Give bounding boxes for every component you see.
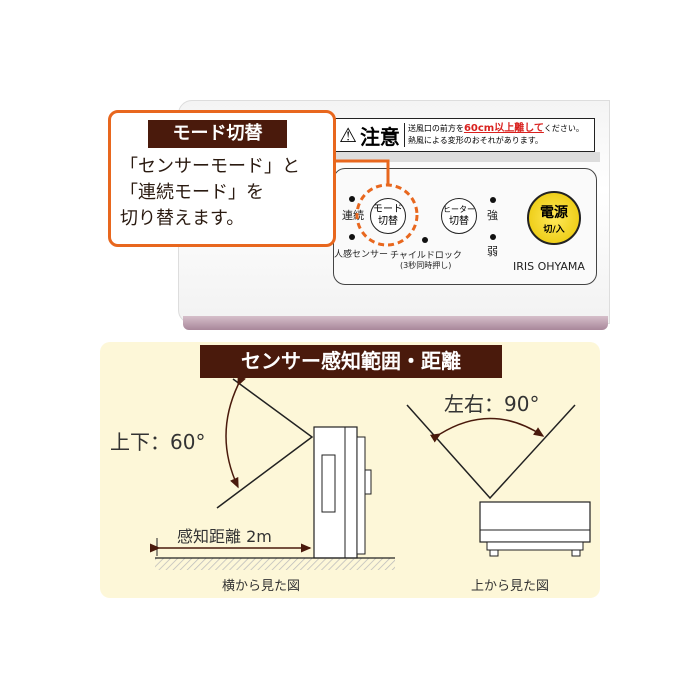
side-view xyxy=(150,374,395,570)
strong-led xyxy=(490,197,496,203)
heater-trim xyxy=(183,316,608,330)
brand-logo: IRIS OHYAMA xyxy=(513,260,585,273)
side-view-caption: 横から見た図 xyxy=(222,579,301,594)
callout-title: モード切替 xyxy=(148,120,287,148)
caution-title: 注意 xyxy=(359,124,400,149)
caution-distance: 60cm以上離して xyxy=(463,123,544,134)
distance-label: 感知距離 2m xyxy=(177,527,272,546)
power-label-2: 切/入 xyxy=(543,224,565,235)
weak-led xyxy=(490,234,496,240)
callout-line-3: 切り替えます。 xyxy=(120,208,245,229)
horizontal-angle-label: 左右：90° xyxy=(444,392,540,416)
caution-text-3: 熱風による変形のおそれがあります。 xyxy=(407,136,543,145)
child-lock-led xyxy=(422,237,428,243)
horizontal-angle-arrow xyxy=(429,417,545,443)
vertical-range-lines xyxy=(216,378,314,509)
weak-label: 弱 xyxy=(487,245,498,258)
power-button[interactable]: 電源 切/入 xyxy=(527,191,581,245)
caution-text: 送風口の前方を60cm以上離してください。 熱風による変形のおそれがあります。 xyxy=(403,123,584,147)
mode-switch-button[interactable]: モード 切替 xyxy=(370,198,406,234)
child-lock-note: (3秒同時押し) xyxy=(400,261,452,270)
mode-button-label-2: 切替 xyxy=(378,216,398,227)
callout-line-1: 「センサーモード」と xyxy=(120,156,300,177)
vertical-angle-label: 上下：60° xyxy=(110,430,206,454)
caution-text-2: ください。 xyxy=(543,124,584,133)
strong-label: 強 xyxy=(487,209,498,222)
vertical-angle-arrow xyxy=(225,374,246,489)
sensor-led xyxy=(349,234,355,240)
continuous-led xyxy=(349,196,355,202)
sensor-range-title: センサー感知範囲・距離 xyxy=(200,345,502,378)
heater-button-label-1: ヒーター xyxy=(443,205,475,214)
heater-button-label-2: 切替 xyxy=(449,216,469,227)
callout-body: 「センサーモード」と 「連続モード」を 切り替えます。 xyxy=(120,154,300,232)
heater-vent xyxy=(335,152,600,162)
power-label-1: 電源 xyxy=(540,204,568,221)
warning-triangle-icon: ⚠ xyxy=(339,123,357,147)
mode-button-label-1: モード xyxy=(373,204,403,215)
child-lock-label: チャイルドロック xyxy=(390,251,462,261)
mode-button-highlight xyxy=(355,183,419,247)
caution-label: ⚠ 注意 送風口の前方を60cm以上離してください。 熱風による変形のおそれがあ… xyxy=(335,118,595,152)
top-view-caption: 上から見た図 xyxy=(471,579,550,594)
callout-line xyxy=(330,159,390,186)
sensor-label: 人感センサー xyxy=(334,250,389,260)
caution-text-1: 送風口の前方を xyxy=(407,124,464,133)
floor-hatch xyxy=(155,558,395,570)
heater-switch-button[interactable]: ヒーター 切替 xyxy=(441,198,477,234)
top-view xyxy=(406,404,591,557)
callout-line-2: 「連続モード」を xyxy=(120,182,264,203)
heater-top xyxy=(479,501,591,543)
